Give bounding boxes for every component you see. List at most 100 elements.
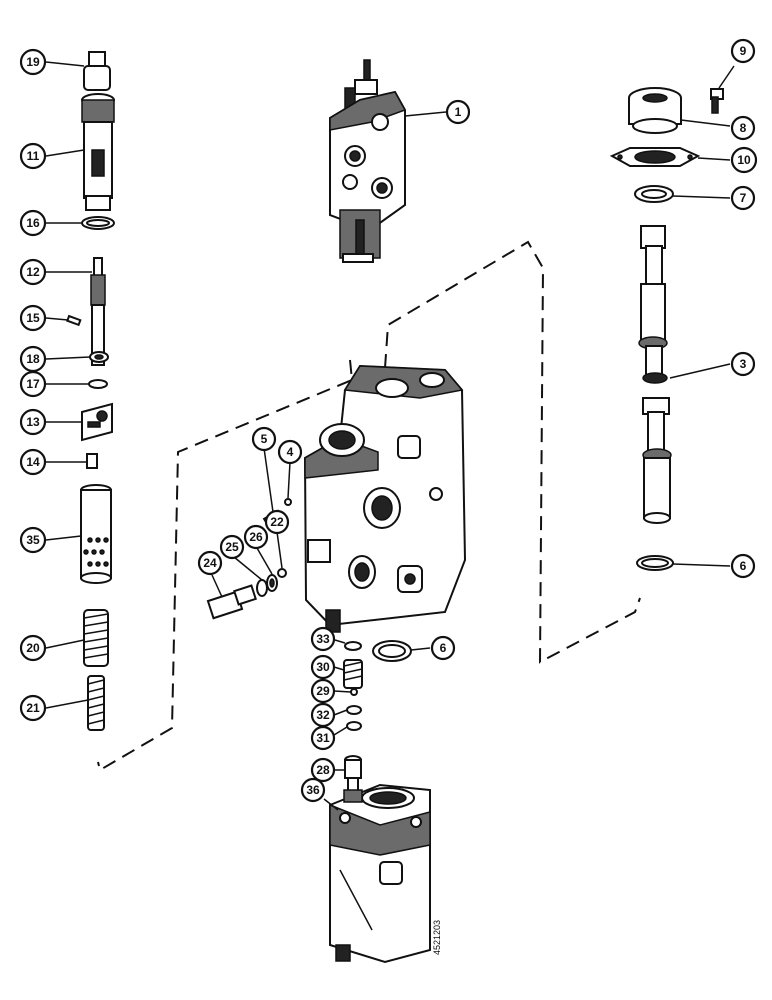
svg-text:26: 26: [249, 530, 263, 544]
flange-plate-part-10: [609, 147, 701, 167]
o-ring-part-33: [344, 641, 362, 651]
callout-5: 5: [251, 426, 277, 452]
pin-part-15: [66, 314, 82, 327]
stem-part-28: [343, 755, 363, 803]
o-ring-part-6-center: [372, 640, 412, 662]
assembly-lines: [97, 240, 641, 772]
svg-text:28: 28: [316, 763, 330, 777]
callout-20: 20: [19, 634, 47, 662]
svg-text:11: 11: [27, 149, 40, 163]
callout-15: 15: [19, 304, 47, 332]
spring-part-21: [87, 675, 105, 731]
o-ring-part-32: [346, 705, 362, 715]
callout-36: 36: [300, 777, 326, 803]
svg-text:3: 3: [740, 357, 747, 371]
svg-text:31: 31: [316, 731, 330, 745]
callout-3: 3: [730, 351, 756, 377]
assembly-line-right: [384, 240, 641, 664]
svg-text:6: 6: [740, 559, 747, 573]
svg-text:30: 30: [316, 660, 330, 674]
callout-11: 11: [19, 142, 47, 170]
o-ring-part-6-right: [636, 555, 674, 571]
callout-16: 16: [19, 209, 47, 237]
o-ring-part-31: [346, 721, 362, 731]
svg-text:22: 22: [270, 515, 284, 529]
poppet-part-12: [90, 257, 106, 366]
o-ring-part-26: [266, 574, 278, 592]
callout-1: 1: [445, 99, 471, 125]
callout-32: 32: [310, 702, 336, 728]
callout-4: 4: [277, 439, 303, 465]
svg-text:9: 9: [740, 44, 747, 58]
callout-26: 26: [243, 524, 269, 550]
valve-assembly-part-1: [329, 59, 407, 263]
adjuster-part-13: [81, 402, 113, 442]
end-cap-part-8: [628, 87, 682, 134]
svg-text:21: 21: [26, 701, 40, 715]
svg-text:5: 5: [261, 432, 268, 446]
bolt-part-9: [710, 88, 724, 114]
callout-6-center: 6: [430, 635, 456, 661]
callout-10: 10: [730, 146, 758, 174]
callout-12: 12: [19, 258, 47, 286]
o-ring-part-25: [256, 579, 268, 597]
screw-part-14: [86, 453, 98, 469]
svg-text:32: 32: [316, 708, 330, 722]
cap-part-19: [83, 51, 111, 91]
svg-text:1: 1: [455, 105, 462, 119]
svg-text:13: 13: [26, 415, 40, 429]
spring-part-20: [83, 609, 109, 667]
callout-35: 35: [19, 526, 47, 554]
cartridge-part-11: [81, 93, 115, 211]
svg-text:6: 6: [440, 641, 447, 655]
valve-body: [303, 364, 467, 633]
svg-text:33: 33: [316, 632, 330, 646]
callout-29: 29: [310, 678, 336, 704]
callout-30: 30: [310, 654, 336, 680]
svg-text:17: 17: [26, 377, 40, 391]
ball-part-29: [350, 688, 358, 696]
callout-22: 22: [264, 509, 290, 535]
plug-part-24: [206, 584, 257, 620]
washer-part-17: [88, 379, 108, 389]
svg-text:20: 20: [26, 641, 40, 655]
svg-text:18: 18: [26, 352, 40, 366]
o-ring-part-16: [81, 216, 115, 230]
svg-text:15: 15: [26, 311, 40, 325]
callout-25: 25: [219, 534, 245, 560]
callout-17: 17: [19, 370, 47, 398]
svg-text:19: 19: [26, 55, 40, 69]
drawing-code: 4521203: [432, 920, 442, 955]
callout-21: 21: [19, 694, 47, 722]
svg-text:12: 12: [26, 265, 40, 279]
callout-33: 33: [310, 626, 336, 652]
callout-6-right: 6: [730, 553, 756, 579]
callout-19: 19: [19, 48, 47, 76]
spool-part-3: [638, 225, 672, 524]
callout-18: 18: [19, 345, 47, 373]
callout-28: 28: [310, 757, 336, 783]
svg-text:4: 4: [287, 445, 294, 459]
svg-text:7: 7: [740, 191, 747, 205]
lower-housing-part-36: 4521203: [329, 783, 442, 964]
svg-text:24: 24: [203, 556, 217, 570]
svg-text:25: 25: [225, 540, 239, 554]
svg-text:8: 8: [740, 121, 747, 135]
svg-text:35: 35: [26, 533, 40, 547]
callout-24: 24: [197, 550, 223, 576]
nut-part-18: [89, 351, 109, 363]
seal-ring-part-7: [634, 185, 674, 203]
callout-14: 14: [19, 448, 47, 476]
ball-part-22: [277, 568, 287, 578]
callout-9: 9: [730, 38, 756, 64]
sleeve-part-35: [80, 484, 112, 584]
svg-text:10: 10: [737, 153, 751, 167]
svg-text:36: 36: [306, 783, 320, 797]
svg-text:16: 16: [26, 216, 40, 230]
spring-part-30: [343, 659, 363, 689]
callout-8: 8: [730, 115, 756, 141]
svg-text:14: 14: [26, 455, 40, 469]
ball-part-4: [284, 498, 292, 506]
callout-13: 13: [19, 408, 47, 436]
